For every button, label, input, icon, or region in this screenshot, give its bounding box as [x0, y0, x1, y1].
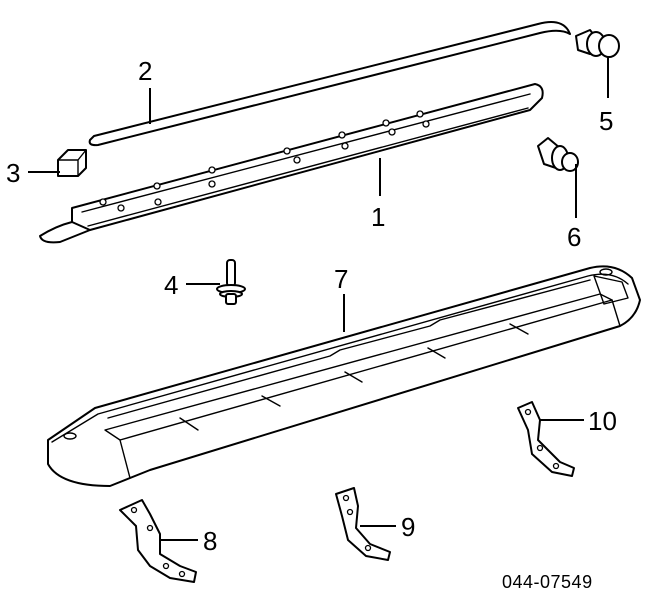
- part-2-moulding-strip: [88, 21, 571, 147]
- callout-1: 1: [371, 202, 385, 232]
- part-1-clip-holes: [99, 110, 430, 212]
- part-7-tread-slots: [179, 323, 529, 431]
- callout-3: 3: [6, 158, 20, 188]
- part-9-bracket: [335, 487, 391, 561]
- callout-4: 4: [164, 270, 178, 300]
- part-5-push-clip: [575, 29, 620, 58]
- drawing-code: 044-07549: [502, 572, 593, 592]
- part-4-rivet: [216, 259, 246, 305]
- callout-2: 2: [138, 56, 152, 86]
- callout-5: 5: [599, 106, 613, 136]
- part-3-clip: [57, 149, 87, 177]
- callout-7: 7: [334, 264, 348, 294]
- leader-lines: [28, 56, 609, 541]
- callout-6: 6: [567, 222, 581, 252]
- callout-8: 8: [203, 526, 217, 556]
- part-8-bracket: [119, 499, 197, 583]
- part-6-push-clip: [537, 137, 579, 172]
- part-7-running-board: [47, 265, 641, 487]
- callout-10: 10: [588, 406, 617, 436]
- callout-9: 9: [401, 512, 415, 542]
- part-10-bracket: [517, 401, 575, 477]
- callout-labels: 2 3 1 5 6 4 7 10 8 9: [6, 56, 617, 556]
- part-1-step-garnish: [39, 83, 544, 244]
